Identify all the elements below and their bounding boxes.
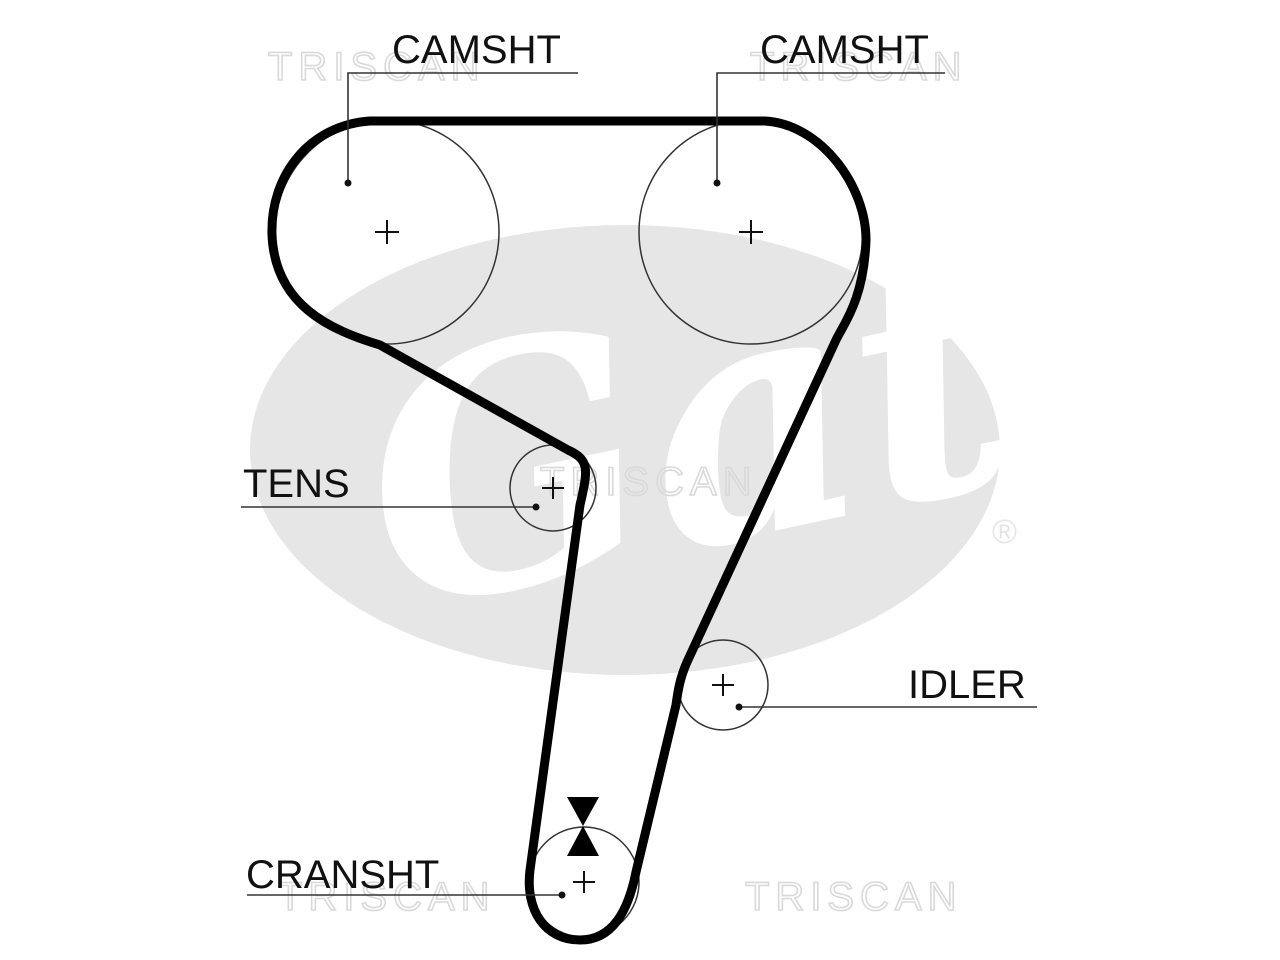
center-mark-idler: [712, 674, 734, 696]
dot-crankshaft: [558, 891, 566, 899]
gates-logo-watermark: Gates ®: [250, 91, 1280, 688]
timing-mark-icon: [567, 797, 599, 856]
label-camshaft-right: CAMSHT: [760, 28, 929, 72]
center-marks: [375, 220, 763, 893]
leader-camshaft-left: [347, 72, 578, 183]
timing-belt: [267, 116, 871, 945]
label-idler: IDLER: [908, 663, 1026, 707]
reference-dots: [344, 179, 743, 899]
center-mark-tensioner: [542, 477, 564, 499]
triscan-watermark-bottom-left: TRISCAN: [278, 875, 496, 919]
center-mark-camshaft-left: [375, 220, 399, 244]
leader-lines: [241, 72, 1037, 896]
triscan-watermark-top-right: TRISCAN: [750, 45, 968, 89]
center-mark-crankshaft: [573, 871, 595, 893]
label-crankshaft: CRANSHT: [246, 853, 439, 897]
registered-mark: ®: [992, 513, 1017, 551]
label-camshaft-left: CAMSHT: [392, 28, 561, 72]
dot-camshaft-right: [713, 179, 721, 187]
dot-camshaft-left: [344, 179, 352, 187]
center-mark-camshaft-right: [739, 220, 763, 244]
label-tensioner: TENS: [243, 462, 350, 506]
triscan-watermark-top-left: TRISCAN: [268, 45, 486, 89]
dot-tensioner: [532, 503, 540, 511]
gates-logo-text: Gates: [329, 91, 1280, 688]
triscan-watermark-middle: TRISCAN: [540, 460, 758, 504]
dot-idler: [735, 703, 743, 711]
leader-camshaft-right: [716, 72, 945, 183]
triscan-watermark-bottom-right: TRISCAN: [745, 875, 963, 919]
gates-logo-oval: [250, 225, 1000, 675]
